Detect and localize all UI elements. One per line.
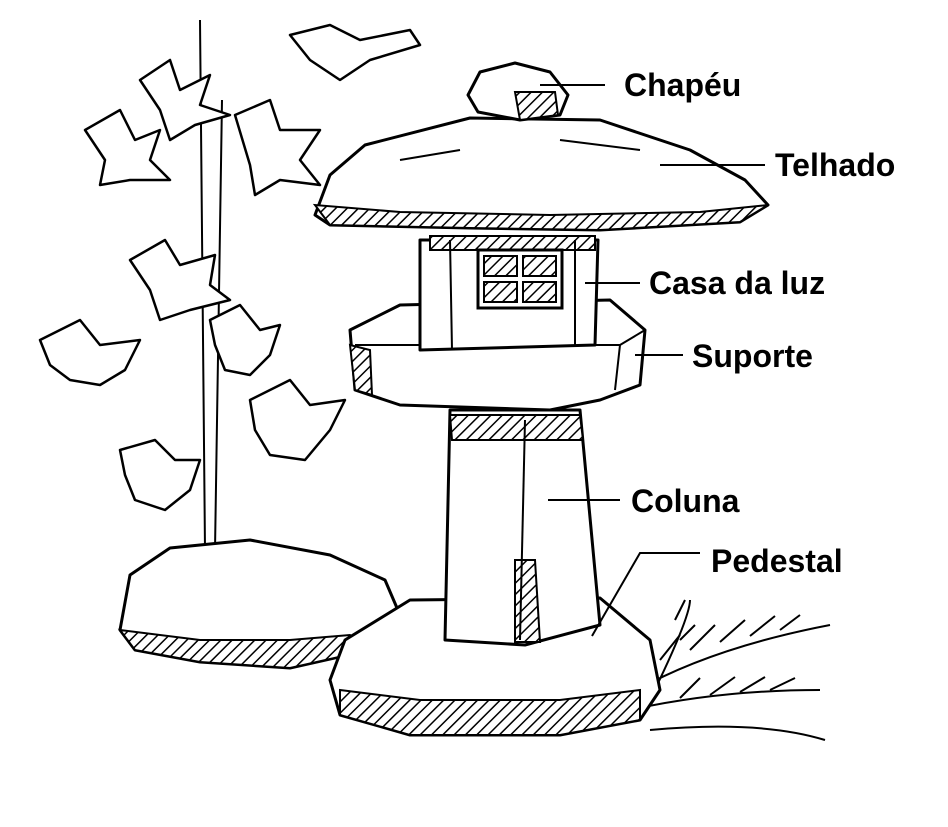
light-house <box>418 235 600 352</box>
left-rock <box>117 538 402 670</box>
column <box>443 408 602 647</box>
label-support: Suporte <box>692 338 813 374</box>
pedestal <box>328 596 662 737</box>
label-column: Coluna <box>631 483 740 519</box>
hat <box>466 61 570 122</box>
leader-lines <box>540 84 765 637</box>
label-light-house: Casa da luz <box>649 265 825 301</box>
leader-pedestal <box>591 552 700 637</box>
label-roof: Telhado <box>775 147 895 183</box>
label-pedestal: Pedestal <box>711 543 843 579</box>
maple-plant <box>38 19 422 551</box>
label-hat: Chapéu <box>624 67 741 103</box>
roof <box>312 116 770 232</box>
fern-plant <box>619 599 831 741</box>
window <box>476 248 564 310</box>
